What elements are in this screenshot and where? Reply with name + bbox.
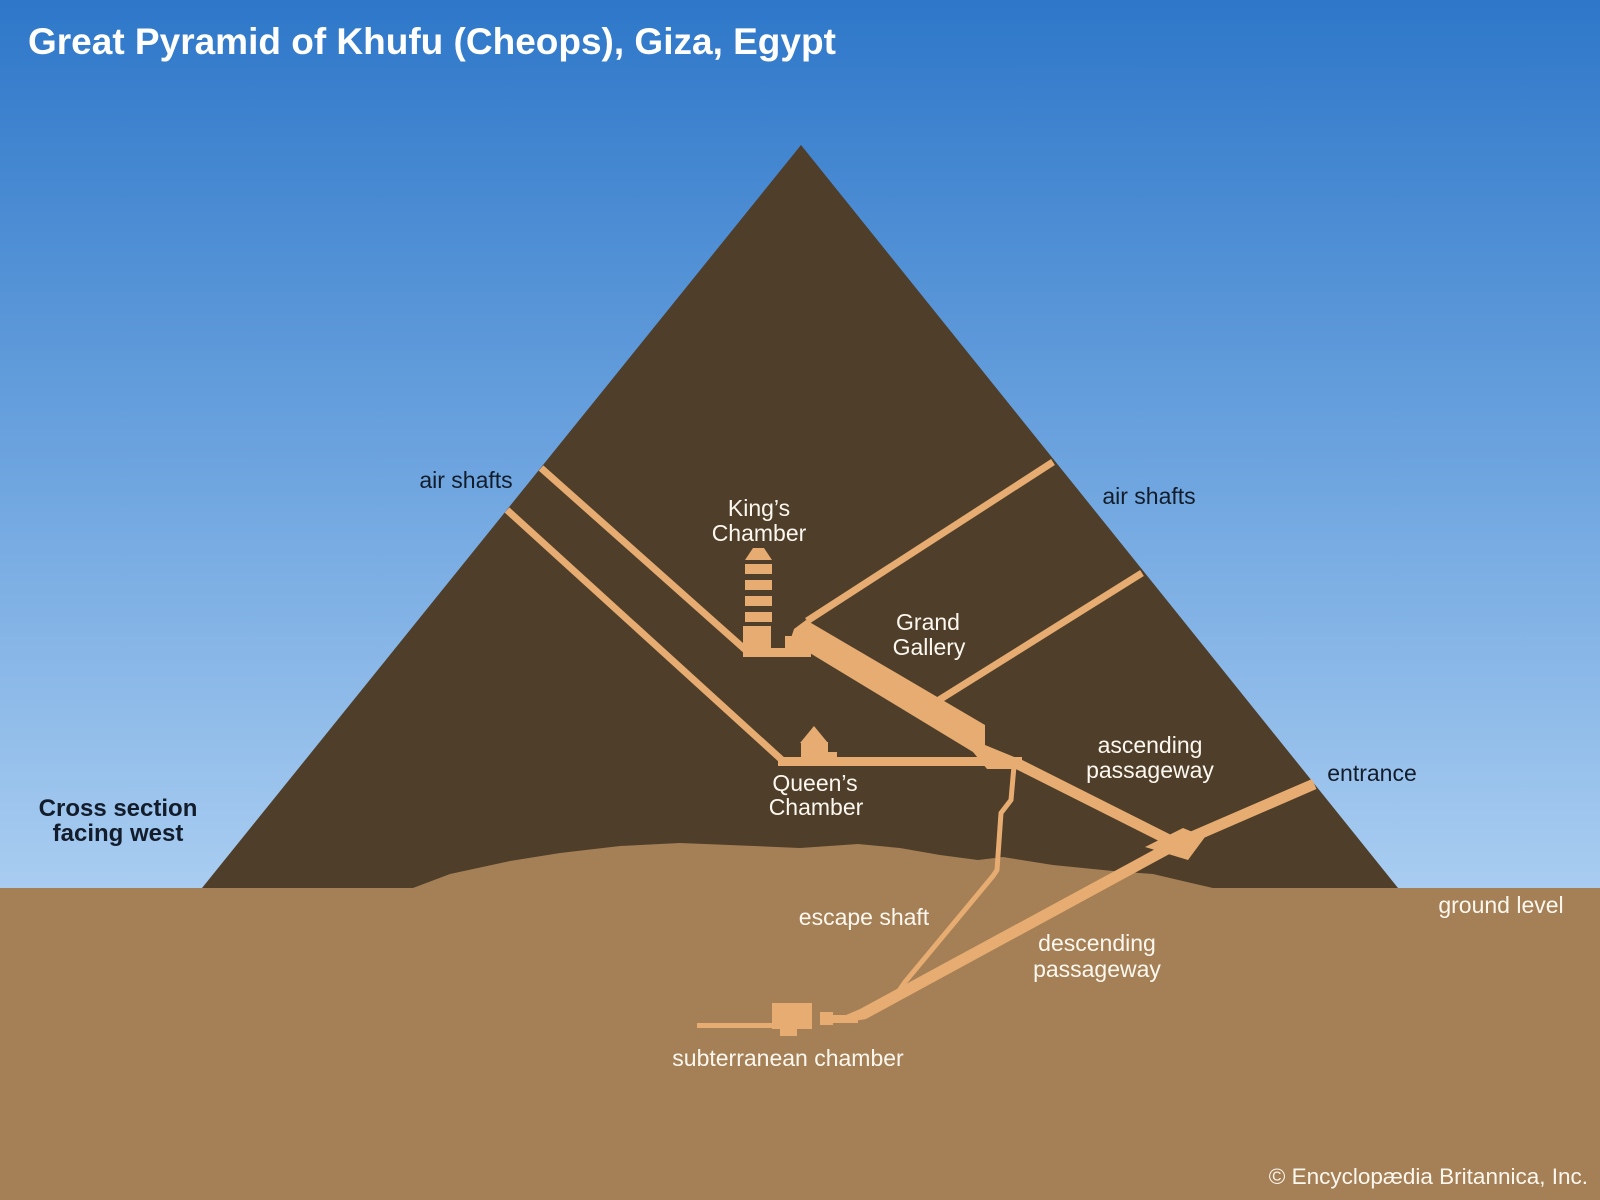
label-kings-chamber-line2: Chamber bbox=[712, 520, 807, 546]
pyramid bbox=[202, 145, 1398, 888]
subterranean-antechamber bbox=[820, 1012, 833, 1025]
page-title: Great Pyramid of Khufu (Cheops), Giza, E… bbox=[28, 21, 836, 62]
ground bbox=[0, 888, 1600, 1200]
kings-chamber-shape bbox=[743, 626, 771, 648]
relieving-cap bbox=[745, 548, 772, 560]
queens-passage bbox=[778, 757, 1022, 766]
label-air-shafts-right: air shafts bbox=[1102, 483, 1195, 509]
subterranean-chamber-shape bbox=[772, 1003, 812, 1036]
air-shaft-lower-left bbox=[504, 507, 786, 764]
subterranean-connector bbox=[833, 1015, 858, 1023]
label-ground-level: ground level bbox=[1438, 892, 1563, 918]
copyright-notice: © Encyclopædia Britannica, Inc. bbox=[1269, 1164, 1588, 1189]
relieving-slab-2 bbox=[745, 596, 772, 606]
label-entrance: entrance bbox=[1327, 760, 1417, 786]
label-escape-shaft: escape shaft bbox=[799, 904, 930, 930]
relieving-slab-4 bbox=[745, 564, 772, 574]
label-descending-line1: descending bbox=[1038, 930, 1156, 956]
dead-end-passage bbox=[697, 1023, 773, 1028]
label-ascending-line2: passageway bbox=[1086, 757, 1214, 783]
label-cross-section-line1: Cross section bbox=[39, 795, 198, 822]
relieving-slab-1 bbox=[745, 612, 772, 622]
label-kings-chamber-line1: King’s bbox=[728, 495, 790, 521]
label-air-shafts-left: air shafts bbox=[419, 467, 512, 493]
label-grand-gallery-line2: Gallery bbox=[893, 634, 966, 660]
grand-gallery-shape bbox=[790, 620, 1019, 769]
label-queens-chamber-line2: Chamber bbox=[769, 794, 864, 820]
label-descending-line2: passageway bbox=[1033, 956, 1161, 982]
label-ascending-line1: ascending bbox=[1098, 732, 1203, 758]
air-shaft-lower-right bbox=[937, 570, 1144, 703]
kings-chamber-floor bbox=[743, 648, 811, 657]
label-subterranean-chamber: subterranean chamber bbox=[672, 1045, 904, 1071]
ascending-passageway-shape bbox=[1013, 758, 1188, 853]
bedrock-mound bbox=[413, 843, 1213, 888]
label-queens-chamber-line1: Queen’s bbox=[772, 770, 857, 796]
air-shaft-upper-left bbox=[538, 465, 752, 656]
queens-chamber-roof bbox=[800, 726, 828, 743]
queens-chamber-shape bbox=[801, 742, 828, 765]
escape-shaft-shape bbox=[884, 765, 1017, 1004]
relieving-slab-3 bbox=[745, 580, 772, 590]
label-cross-section-line2: facing west bbox=[53, 820, 184, 847]
queens-chamber-step bbox=[828, 752, 837, 765]
kings-antechamber bbox=[785, 636, 803, 648]
relieving-chambers bbox=[745, 548, 772, 622]
air-shaft-upper-right bbox=[805, 459, 1055, 624]
label-grand-gallery-line1: Grand bbox=[896, 609, 960, 635]
